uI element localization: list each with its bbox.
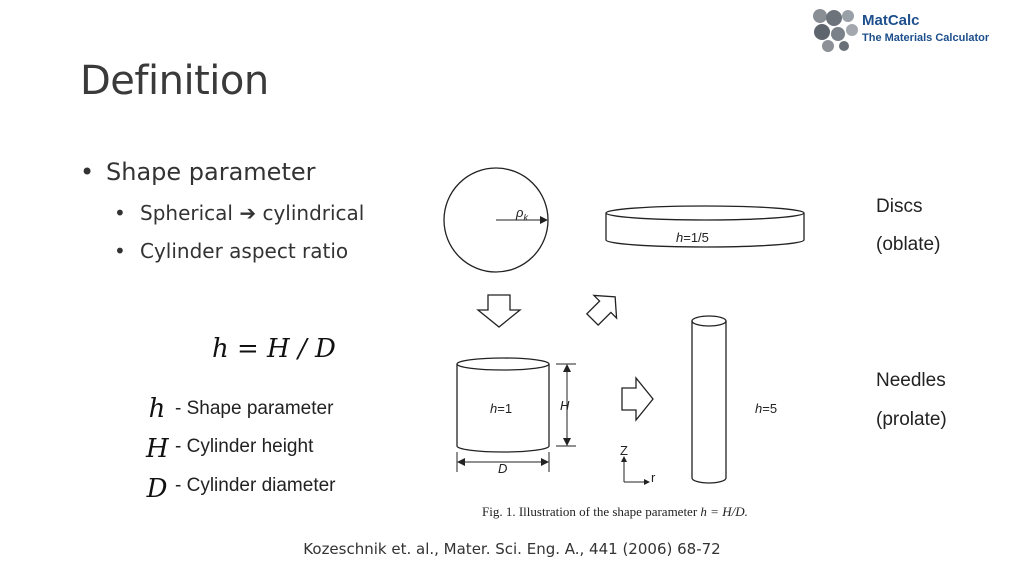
down-arrow-icon (476, 294, 522, 328)
arrow-right-icon: ➔ (239, 201, 257, 225)
axis-r-label: r (651, 470, 656, 485)
definition-h: - Shape parameter (175, 398, 334, 419)
label-prolate: (prolate) (876, 409, 947, 430)
sub-bullet-text: Cylinder aspect ratio (140, 239, 349, 263)
disc-shape (605, 205, 805, 248)
bullet-text: Shape parameter (106, 158, 316, 186)
height-dimension-label: H (560, 398, 570, 413)
bullet-dot-icon: • (80, 158, 95, 186)
sphere-shape (443, 167, 549, 273)
symbol-h: h (148, 394, 166, 424)
axis-z-label: Z (620, 443, 628, 458)
slide-title: Definition (80, 58, 269, 104)
definition-D: - Cylinder diameter (175, 475, 336, 496)
matcalc-logo (813, 9, 858, 52)
symbol-H: H (146, 434, 169, 464)
sub-bullet-aspect-ratio: • Cylinder aspect ratio (114, 239, 348, 263)
cylinder-h-label: h=1 (490, 401, 513, 416)
sub-bullet-text-end: cylindrical (262, 201, 365, 225)
needle-shape (691, 315, 727, 484)
aspect-ratio-equation: h = H / D (212, 334, 336, 364)
right-arrow-icon (621, 376, 654, 422)
bullet-dot-icon: • (114, 239, 126, 263)
sub-bullet-spherical: • Spherical ➔ cylindrical (114, 201, 364, 225)
definition-H: - Cylinder height (175, 436, 314, 457)
label-oblate: (oblate) (876, 234, 941, 255)
figure-caption: Fig. 1. Illustration of the shape parame… (482, 504, 748, 519)
needle-h-label: h=5 (755, 401, 778, 416)
symbol-D: D (146, 474, 168, 504)
bullet-shape-parameter: • Shape parameter (80, 158, 315, 186)
label-needles: Needles (876, 370, 946, 391)
reference-citation: Kozeschnik et. al., Mater. Sci. Eng. A.,… (303, 540, 721, 558)
shape-figure (443, 167, 805, 485)
logo-title: MatCalc (862, 12, 920, 29)
disc-h-label: h=1/5 (676, 230, 709, 245)
cylinder-h1-shape (456, 357, 576, 472)
sub-bullet-text-start: Spherical (140, 201, 233, 225)
logo-spheres-icon (813, 9, 858, 52)
axis-icon (621, 456, 650, 485)
diameter-dimension-label: D (498, 461, 508, 476)
diagonal-arrow-icon (585, 294, 618, 327)
label-discs: Discs (876, 196, 923, 217)
logo-subtitle: The Materials Calculator (862, 32, 990, 44)
rho-label: ρk (516, 205, 528, 223)
bullet-dot-icon: • (114, 201, 126, 225)
